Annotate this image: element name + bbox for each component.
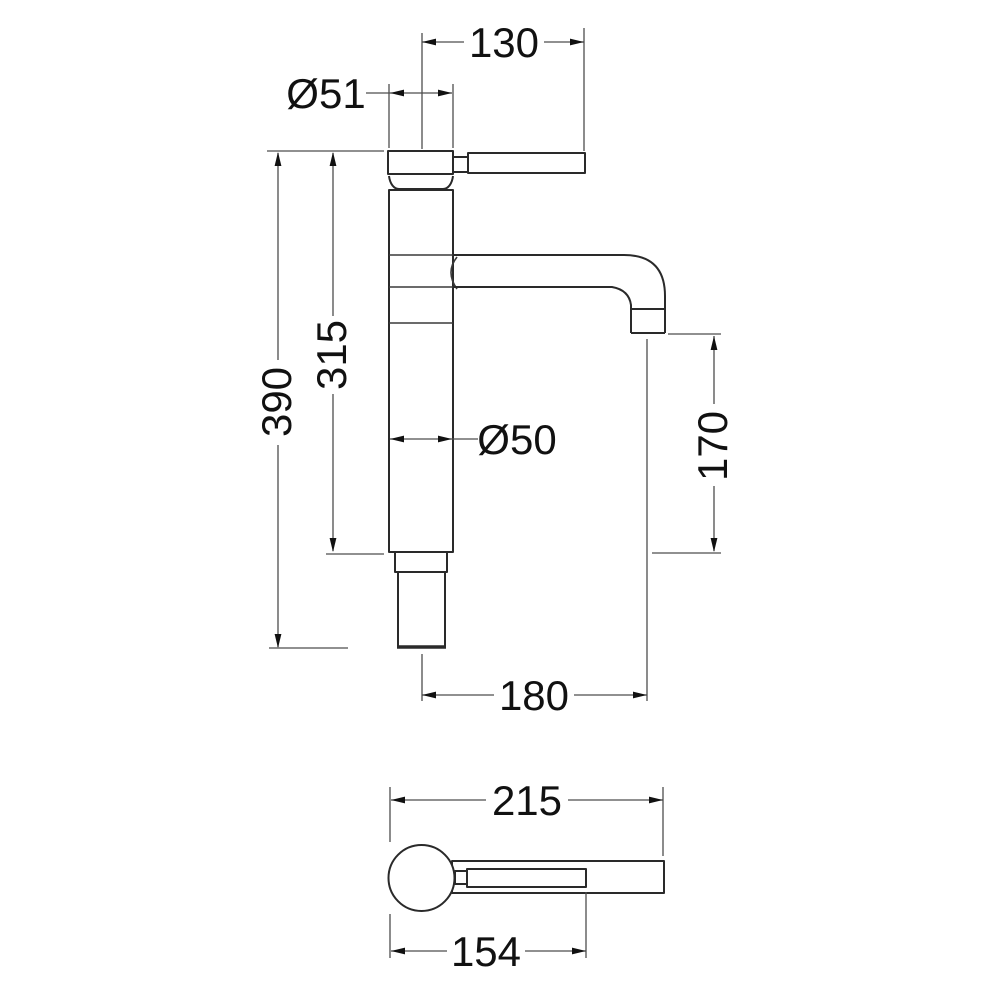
dim-154-arrow-right xyxy=(572,947,586,955)
spout-inner-contour xyxy=(453,286,632,333)
dim-50-arrow-left xyxy=(390,435,404,443)
dim-180-arrow-right xyxy=(633,691,647,699)
dim-390-arrow-up xyxy=(274,152,282,166)
dim-154-label: 154 xyxy=(451,928,521,975)
dimension-180: 180 xyxy=(421,339,648,719)
dim-390-arrow-down xyxy=(274,634,282,648)
threaded-shank-outline xyxy=(397,571,446,648)
plan-lever-outline xyxy=(466,868,587,888)
side-elevation-view xyxy=(387,150,666,649)
side-elevation-dimensions: 130 Ø51 390 315 xyxy=(253,19,736,719)
plan-handle-connector xyxy=(454,870,468,885)
dim-315-arrow-up xyxy=(329,152,337,166)
plan-body-circle xyxy=(387,844,456,912)
dim-170-label: 170 xyxy=(689,411,736,481)
dimension-130: 130 xyxy=(421,19,585,151)
handle-connector-outline xyxy=(452,156,469,173)
dim-215-label: 215 xyxy=(492,777,562,824)
dim-154-arrow-left xyxy=(391,947,405,955)
dimension-154: 154 xyxy=(391,892,587,975)
dim-50-label: Ø50 xyxy=(477,416,556,463)
plan-view xyxy=(387,844,665,912)
dim-315-arrow-down xyxy=(329,538,337,552)
tap-neck-outline xyxy=(388,175,454,190)
dim-51-label: Ø51 xyxy=(286,70,365,117)
dim-390-label: 390 xyxy=(253,367,300,437)
dim-215-arrow-left xyxy=(391,796,405,804)
plan-view-dimensions: 215 154 xyxy=(389,777,664,975)
dim-51-arrow-left xyxy=(390,89,404,97)
dimension-dia51: Ø51 xyxy=(286,70,454,148)
dimension-390: 390 xyxy=(253,152,348,649)
lever-handle-outline xyxy=(467,152,586,174)
tap-cap-outline xyxy=(387,150,454,175)
tap-body-outline xyxy=(388,189,454,553)
spout-outer-contour xyxy=(453,254,666,333)
dimension-dia50: Ø50 xyxy=(390,416,557,463)
dim-50-arrow-right xyxy=(438,435,452,443)
dim-170-arrow-up xyxy=(710,336,718,350)
dim-315-label: 315 xyxy=(308,320,355,390)
dim-215-arrow-right xyxy=(649,796,663,804)
dim-180-label: 180 xyxy=(499,672,569,719)
dim-170-arrow-down xyxy=(710,538,718,552)
base-step-outline xyxy=(394,551,448,573)
dimension-170: 170 xyxy=(652,333,736,554)
dim-130-arrow-left xyxy=(422,38,436,46)
dimension-315: 315 xyxy=(308,152,384,555)
dim-130-arrow-right xyxy=(570,38,584,46)
dim-51-arrow-right xyxy=(438,89,452,97)
dimension-215: 215 xyxy=(389,777,664,958)
dim-130-label: 130 xyxy=(469,19,539,66)
dim-180-arrow-left xyxy=(422,691,436,699)
